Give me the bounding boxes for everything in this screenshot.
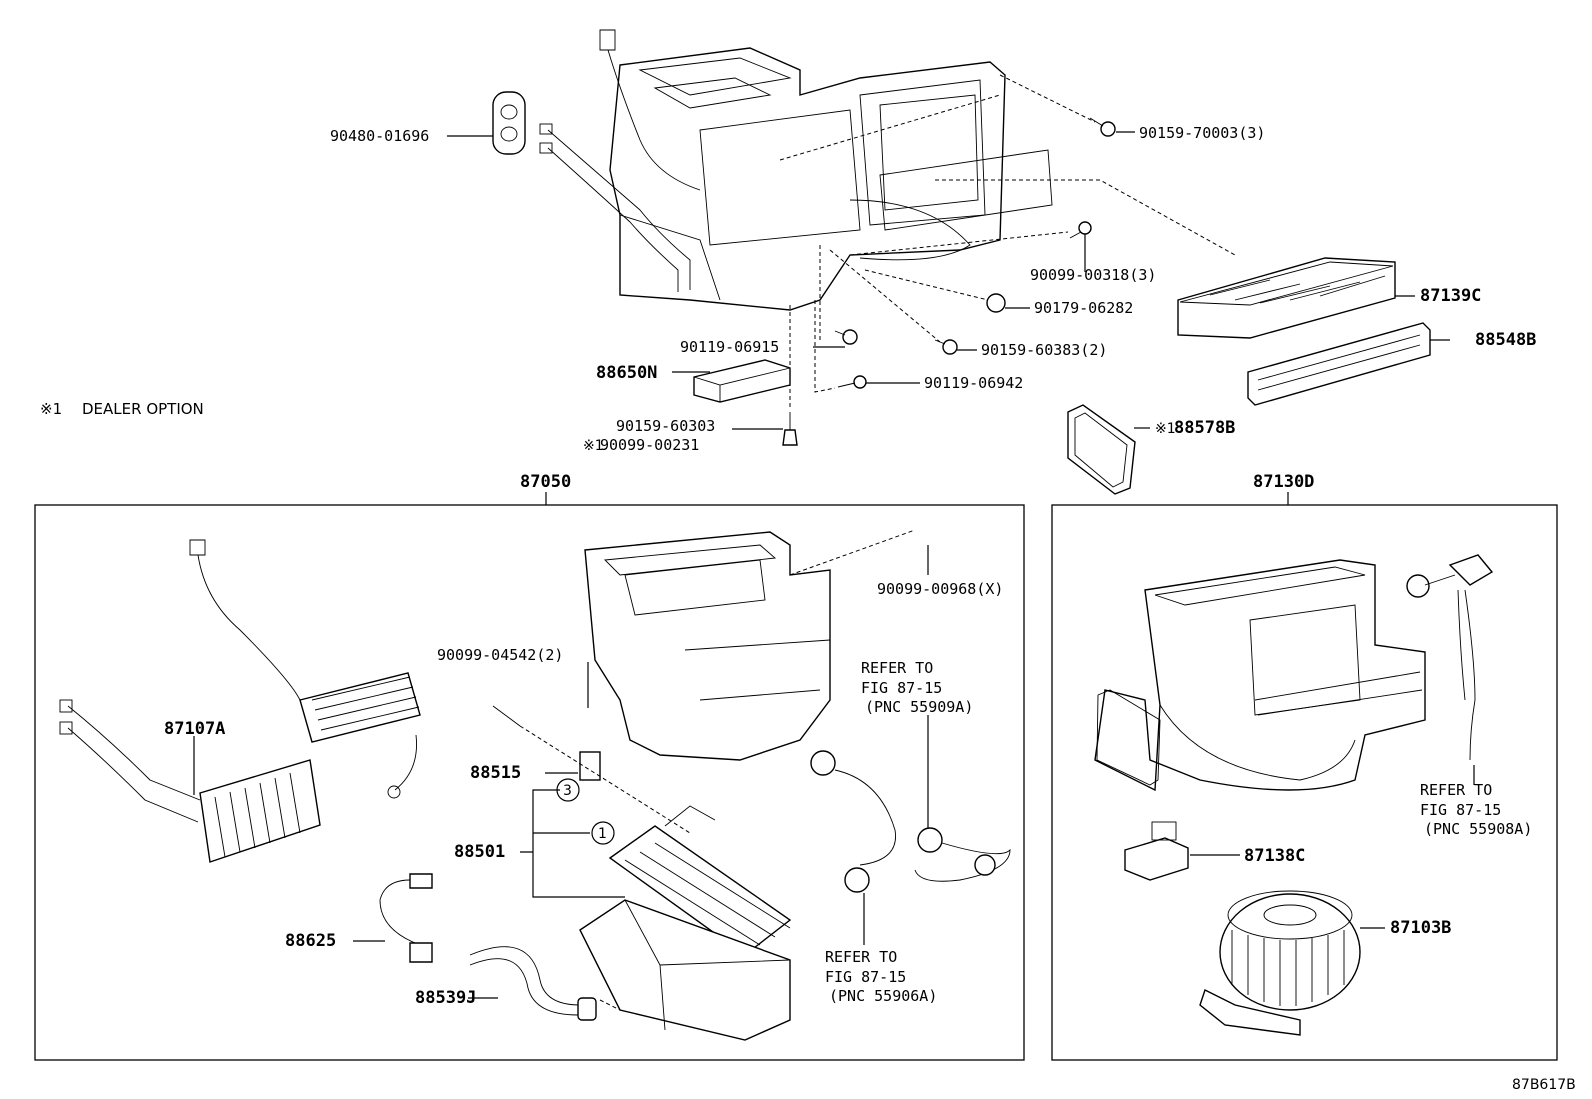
circle-marker-1: 1	[598, 826, 607, 842]
hose-88539j-drawing	[469, 946, 597, 1021]
label-90119-06915: 90119-06915	[680, 338, 779, 356]
refer-note-55906a-line2: FIG 87-15	[825, 968, 906, 986]
label-90179-06282: 90179-06282	[1034, 299, 1133, 317]
label-88548b: 88548B	[1475, 330, 1536, 350]
filter-87139c-drawing	[1177, 257, 1396, 339]
label-90159-70003: 90159-70003(3)	[1139, 124, 1265, 142]
group-label-87050: 87050	[520, 472, 571, 492]
label-88515: 88515	[470, 763, 521, 783]
amplifier-88650n-drawing	[693, 359, 791, 403]
valve-88515-drawing	[492, 705, 601, 781]
seal-88578b-drawing	[1067, 404, 1136, 495]
blower-housing-drawing	[1094, 559, 1426, 792]
refer-note-55909a-line2: FIG 87-15	[861, 679, 942, 697]
group-87130d: 87130D	[1051, 472, 1558, 1061]
label-90159-60303: 90159-60303	[616, 417, 715, 435]
refer-note-55908a-line1: REFER TO	[1420, 781, 1492, 799]
dealer-option-mark: ※1	[1155, 421, 1176, 437]
servo-motor-drawings	[810, 750, 1011, 893]
refer-note-55906a-line3: (PNC 55906A)	[829, 987, 937, 1005]
label-87107a: 87107A	[164, 719, 225, 739]
actuator-55908a-drawing	[1406, 554, 1494, 761]
dealer-option-mark: ※1	[583, 438, 604, 454]
cover-88548b-drawing	[1247, 322, 1431, 406]
diagram-code: 87B617B	[1512, 1077, 1576, 1093]
blower-motor-87103b-drawing	[1199, 890, 1361, 1036]
refer-note-55908a-line2: FIG 87-15	[1420, 801, 1501, 819]
grommet-90480-drawing	[492, 91, 526, 155]
label-90119-06942: 90119-06942	[924, 374, 1023, 392]
circle-marker-3: 3	[563, 783, 572, 799]
label-88501: 88501	[454, 842, 505, 862]
top-assembly: 90480-01696 90159-70003(3) 90099-00318(3…	[40, 29, 1536, 495]
label-90159-60383: 90159-60383(2)	[981, 341, 1107, 359]
resistor-87138c-drawing	[1124, 821, 1189, 881]
evaporator-88501-drawing	[608, 805, 792, 956]
label-90099-00318: 90099-00318(3)	[1030, 266, 1156, 284]
refer-note-55909a-line3: (PNC 55909A)	[865, 698, 973, 716]
housing-87050-drawing	[584, 531, 831, 761]
label-88539j: 88539J	[415, 988, 476, 1008]
heater-core-87107a-drawing	[59, 539, 421, 863]
note-symbol: ※1	[40, 400, 62, 418]
note-text: DEALER OPTION	[82, 400, 204, 418]
label-88625: 88625	[285, 931, 336, 951]
label-90480-01696: 90480-01696	[330, 127, 429, 145]
label-87103b: 87103B	[1390, 918, 1451, 938]
label-87139c: 87139C	[1420, 286, 1481, 306]
label-90099-04542: 90099-04542(2)	[437, 646, 563, 664]
thermistor-88625-drawing	[379, 873, 433, 963]
group-87050-frame	[34, 504, 1025, 1061]
label-88578b: 88578B	[1174, 418, 1235, 438]
label-87138c: 87138C	[1244, 846, 1305, 866]
refer-note-55909a-line1: REFER TO	[861, 659, 933, 677]
hvac-housing-drawing	[539, 29, 1053, 311]
label-90099-00968: 90099-00968(X)	[877, 580, 1003, 598]
refer-note-55906a-line1: REFER TO	[825, 948, 897, 966]
group-87050: 87050	[34, 472, 1025, 1061]
refer-note-55908a-line3: (PNC 55908A)	[1424, 820, 1532, 838]
label-88650n: 88650N	[596, 363, 657, 383]
group-87130d-frame	[1051, 504, 1558, 1061]
label-90099-00231: 90099-00231	[600, 436, 699, 454]
fastener-drawings	[782, 117, 1116, 446]
group-label-87130d: 87130D	[1253, 472, 1314, 492]
